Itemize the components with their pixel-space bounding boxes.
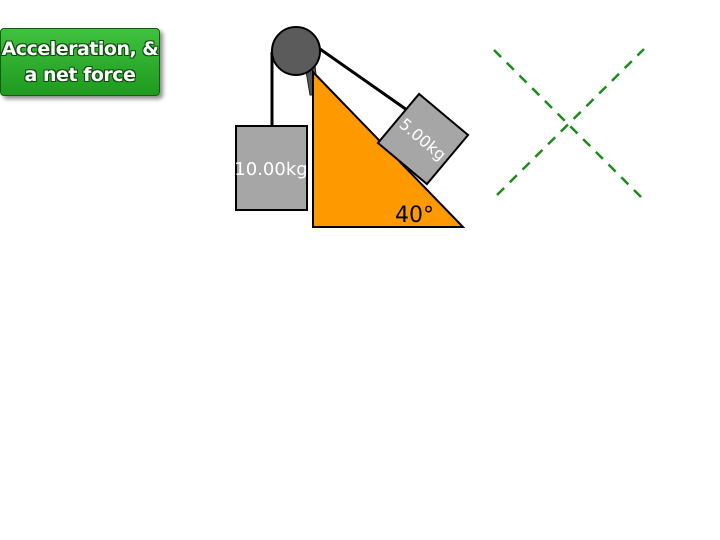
title-line-2: a net force bbox=[24, 64, 136, 86]
axis-dashed-up-right bbox=[496, 48, 645, 196]
hanging-block bbox=[235, 125, 308, 211]
title-line-1: Acceleration, & bbox=[1, 38, 159, 60]
title-badge: Acceleration, & a net force bbox=[0, 28, 160, 96]
angle-label: 40° bbox=[395, 203, 434, 228]
pulley bbox=[271, 26, 321, 76]
incline-block-group: 5.00kg bbox=[376, 92, 470, 186]
rope-incline bbox=[309, 40, 418, 119]
incline-block bbox=[376, 92, 470, 186]
hanging-block-label: 10.00kg bbox=[234, 159, 307, 180]
